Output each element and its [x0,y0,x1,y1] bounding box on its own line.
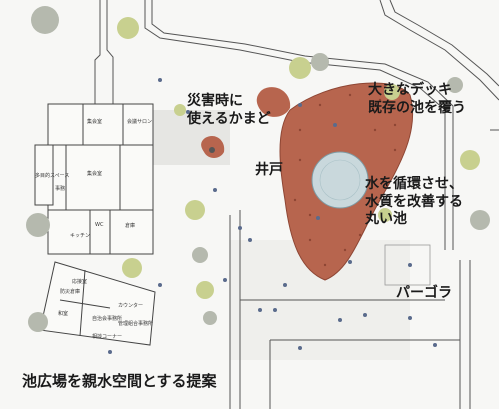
kamado-fire-icon [209,147,215,153]
person-icon [158,78,162,82]
deck-texture [293,93,397,267]
person-icon [333,123,337,127]
person-icon [348,260,352,264]
room-label: 相談コーナー [92,334,123,340]
pond-annotation: 水を循環させ、 水質を改善する 丸い池 [365,176,463,229]
person-icon [283,283,287,287]
room-label: キッチン [70,233,91,239]
trees [26,6,490,332]
tree-icon [460,150,480,170]
person-icon [238,226,242,230]
person-icon [213,188,217,192]
kamado-annotation: 災害時に 使えるかまど [187,93,271,128]
community-building [34,103,156,346]
tree-icon [378,208,392,222]
pond-ripple [319,159,361,201]
room-label: 応接室 [72,279,88,285]
room-label: 自治会事務所 [92,316,123,322]
deck-dot [308,213,312,217]
deck-annotation-line: 既存の池を覆う [368,99,466,116]
caption: 池広場を親水空間とする提案 [22,372,217,390]
room-label: 事務 [55,186,66,192]
room-label: 管理組合事務所 [118,321,154,327]
tree-icon [289,57,311,79]
person-icon [273,308,277,312]
tree-icon [447,77,463,93]
person-icon [316,216,320,220]
deck-dot [373,128,377,132]
person-icon [433,343,437,347]
tree-icon [196,281,214,299]
tree-icon [384,84,400,100]
tree-icon [311,53,329,71]
deck-dot [348,93,352,97]
pond-annotation-line: 水質を改善する [365,193,463,210]
tree-icon [26,213,50,237]
person-icon [408,316,412,320]
tree-icon [192,247,208,263]
kamado-annotation-line: 使えるかまど [187,110,271,127]
deck-annotation-line: 大きなデッキ [368,82,452,98]
deck-dot [358,233,362,237]
deck-dot [378,98,382,102]
person-icon [108,350,112,354]
person-icon [258,308,262,312]
kamado-annotation-line: 災害時に [187,93,243,109]
deck-dot [323,263,327,267]
deck-annotation: 大きなデッキ 既存の池を覆う [368,82,466,117]
tree-icon [31,6,59,34]
deck-dot [293,198,297,202]
tree-icon [203,311,217,325]
deck-dot [368,213,372,217]
person-icon [408,263,412,267]
deck-dot [343,248,347,252]
room-label: WC [95,222,104,228]
tree-icon [174,104,186,116]
well-label: 井戸 [255,162,283,178]
deck-dot [308,238,312,242]
person-icon [298,346,302,350]
person-icon [363,313,367,317]
tree-icon [470,210,490,230]
deck-dot [393,123,397,127]
person-icon [298,103,302,107]
room-label: 集会室 [87,119,103,125]
room-label: 多目的スペース [35,173,70,179]
pergola-frame [384,244,431,286]
tree-icon [185,200,205,220]
room-label: カウンター [118,303,144,309]
deck-dot [318,103,322,107]
room-label: 倉庫 [125,223,136,229]
kamado-lower [201,135,225,158]
person-icon [186,110,190,114]
room-label: 和室 [58,311,69,317]
round-pond [311,151,369,209]
person-icon [338,318,342,322]
people-figures [108,78,437,354]
person-icon [158,283,162,287]
room-label: 集会室 [87,171,103,177]
tree-icon [117,17,139,39]
deck-dot [298,128,302,132]
kamado-upper [256,87,291,117]
pond-annotation-line: 水を循環させ、 [365,176,463,192]
room-label: 会議サロン [127,119,153,125]
tree-icon [28,312,48,332]
deck-dot [393,148,397,152]
deck-dot [298,158,302,162]
person-icon [223,278,227,282]
pond-annotation-line: 丸い池 [365,211,407,227]
room-label: 防災倉庫 [60,289,81,295]
pergola-label: パーゴラ [396,285,452,301]
tree-icon [122,258,142,278]
person-icon [248,238,252,242]
